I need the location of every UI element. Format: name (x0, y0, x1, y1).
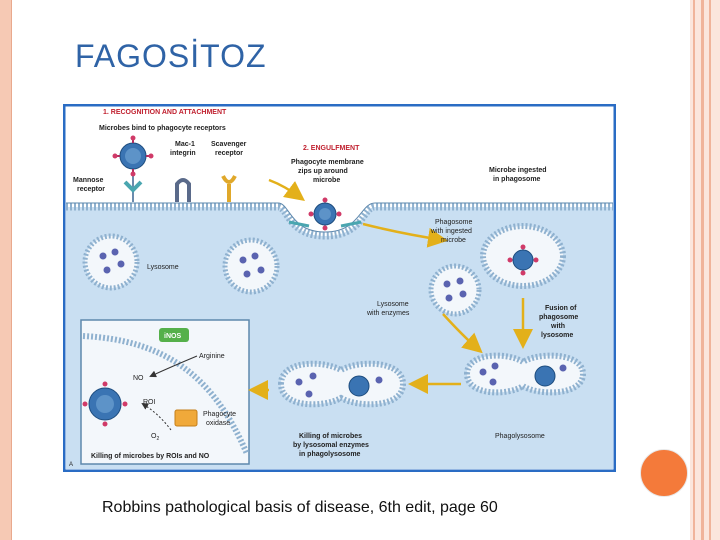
mannose-receptor (123, 176, 143, 202)
decorative-orange-circle (640, 449, 688, 497)
phagocyte-oxidase-box (174, 409, 198, 427)
figure-caption: Robbins pathological basis of disease, 6… (102, 499, 498, 516)
left-border-line (11, 0, 12, 540)
label-step1-sub: Microbes bind to phagocyte receptors (99, 125, 226, 132)
left-border-strip (0, 0, 11, 540)
lysosome-vesicle (82, 233, 140, 291)
arrow-to-phagosome (362, 222, 448, 248)
phagolysosome-killing (277, 360, 407, 408)
engulfment-receptor-left (288, 220, 310, 228)
right-border-line (693, 0, 695, 540)
arrow-attachment-to-engulfment (268, 178, 306, 201)
label-panel-letter: A (69, 462, 73, 468)
arrow-lysosome-to-fusion (442, 313, 483, 354)
right-border-line (709, 0, 711, 540)
phagocyte-cell-membrane-edge (66, 202, 613, 233)
microbe-free (112, 135, 154, 177)
mac1-integrin-receptor (175, 178, 191, 202)
label-no: NO (133, 375, 144, 382)
right-border-strip (690, 0, 720, 540)
label-step1-title: 1. RECOGNITION AND ATTACHMENT (103, 109, 227, 116)
inos-badge (159, 328, 189, 342)
label-o2: O2 (151, 433, 159, 442)
microbe-inset (82, 381, 128, 427)
phagosome (480, 223, 566, 289)
label-step2-title: 2. ENGULFMENT (303, 145, 360, 152)
lysosome-with-enzymes (428, 263, 482, 317)
label-lysosome: Lysosome (147, 264, 179, 271)
slide-title: FAGOSİTOZ (75, 38, 267, 74)
right-border-line (701, 0, 704, 540)
inset-membrane (82, 333, 250, 456)
lysosome-vesicle (222, 237, 280, 295)
engulfment-receptor-right (340, 220, 362, 228)
microbe-engulfing (308, 197, 342, 231)
label-inos: iNOS (164, 333, 181, 340)
label-phagolysosome: Phagolysosome (495, 433, 545, 440)
arrow-arginine-no (149, 355, 198, 378)
label-roi: ROI (143, 399, 156, 406)
scavenger-receptor (221, 175, 237, 202)
label-arginine: Arginine (199, 353, 225, 360)
phagolysosome (463, 352, 587, 396)
label-killing-roi-no: Killing of microbes by ROIs and NO (91, 453, 210, 460)
phagocytosis-diagram: 1. RECOGNITION AND ATTACHMENT Microbes b… (63, 104, 616, 472)
